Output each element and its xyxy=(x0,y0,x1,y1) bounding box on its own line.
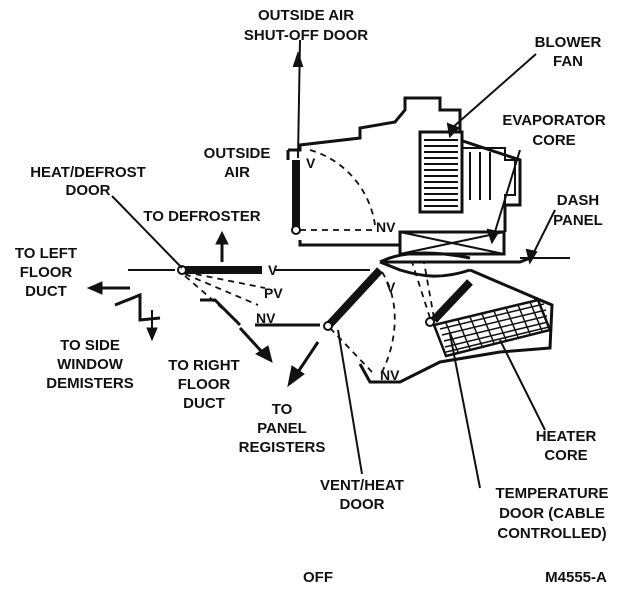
label-to-defroster: TO DEFROSTER xyxy=(143,208,260,225)
label-blower-2: FAN xyxy=(553,53,583,70)
label-vent-heat-2: DOOR xyxy=(340,496,385,513)
label-temp-door-1: TEMPERATURE xyxy=(495,485,608,502)
marker-nv-defrost: NV xyxy=(256,310,276,326)
doors xyxy=(177,160,473,331)
label-to-panel-3: REGISTERS xyxy=(239,439,326,456)
label-to-right-floor-2: FLOOR xyxy=(178,376,231,393)
caption-mode: OFF xyxy=(303,569,333,586)
marker-nv-outside: NV xyxy=(376,219,396,235)
label-outside-air-2: AIR xyxy=(224,164,250,181)
label-to-side-window-2: WINDOW xyxy=(57,356,124,373)
blower-fan xyxy=(418,130,464,214)
label-to-left-floor-2: FLOOR xyxy=(20,264,73,281)
heater-core xyxy=(432,298,552,358)
labels: OUTSIDE AIR SHUT-OFF DOOR BLOWER FAN EVA… xyxy=(15,7,609,586)
marker-nv-vent: NV xyxy=(380,367,400,383)
label-to-panel-2: PANEL xyxy=(257,420,307,437)
label-outside-air-shutoff-2: SHUT-OFF DOOR xyxy=(244,27,368,44)
figure-id: M4555-A xyxy=(545,569,607,586)
label-dash-panel-2: PANEL xyxy=(553,212,603,229)
label-vent-heat-1: VENT/HEAT xyxy=(320,477,404,494)
label-to-panel-1: TO xyxy=(272,401,293,418)
label-outside-air-1: OUTSIDE xyxy=(204,145,271,162)
label-outside-air-shutoff-1: OUTSIDE AIR xyxy=(258,7,354,24)
vent-heat-door xyxy=(327,267,383,327)
label-to-side-window-1: TO SIDE xyxy=(60,337,120,354)
marker-v-outside: V xyxy=(306,155,316,171)
label-to-right-floor-3: DUCT xyxy=(183,395,225,412)
temperature-door xyxy=(431,279,473,323)
hvac-housing xyxy=(114,96,570,384)
label-to-left-floor-3: DUCT xyxy=(25,283,67,300)
label-temp-door-2: DOOR (CABLE xyxy=(499,505,605,522)
label-heater-core-2: CORE xyxy=(544,447,587,464)
marker-v-defrost: V xyxy=(268,262,278,278)
label-evaporator-2: CORE xyxy=(532,132,575,149)
marker-pv: PV xyxy=(264,285,283,301)
label-heat-defrost-1: HEAT/DEFROST xyxy=(30,164,146,181)
label-to-right-floor-1: TO RIGHT xyxy=(168,357,239,374)
label-dash-panel-1: DASH xyxy=(557,192,600,209)
label-heat-defrost-2: DOOR xyxy=(66,182,111,199)
label-evaporator-1: EVAPORATOR xyxy=(502,112,606,129)
label-to-left-floor-1: TO LEFT xyxy=(15,245,77,262)
flow-arrows xyxy=(86,230,320,388)
label-to-side-window-3: DEMISTERS xyxy=(46,375,134,392)
label-heater-core-1: HEATER xyxy=(536,428,597,445)
marker-v-vent: V xyxy=(386,279,396,295)
label-temp-door-3: CONTROLLED) xyxy=(497,525,606,542)
leader-lines xyxy=(111,39,556,489)
label-blower-1: BLOWER xyxy=(535,34,602,51)
door-swing-paths xyxy=(184,149,435,373)
